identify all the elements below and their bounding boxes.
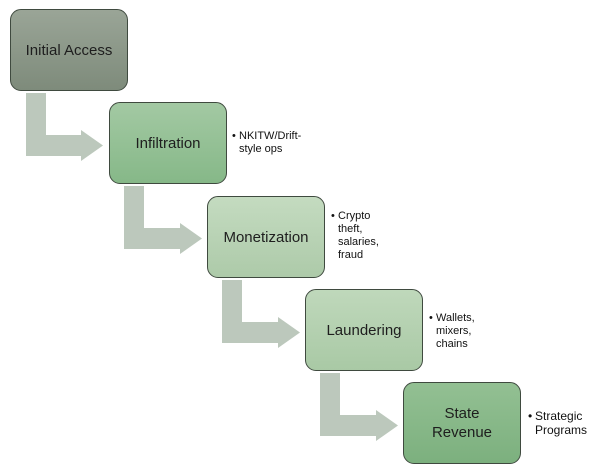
stage-initial-access: Initial Access [10, 9, 128, 91]
stage-label: Infiltration [135, 134, 201, 152]
bullet-icon: • [232, 130, 236, 142]
note-infiltration: • NKITW/Drift- style ops [232, 130, 301, 156]
stage-infiltration: Infiltration [109, 102, 227, 184]
stage-monetization: Monetization [207, 196, 325, 278]
arrow-access-to-infiltration [26, 93, 103, 161]
bullet-icon: • [528, 409, 533, 423]
stage-state-revenue: State Revenue [403, 382, 521, 464]
stage-label: Monetization [223, 228, 309, 246]
bullet-icon: • [331, 210, 335, 222]
note-state-revenue: • Strategic Programs [528, 409, 587, 437]
stage-label: State Revenue [431, 405, 493, 441]
note-monetization: • Crypto theft, salaries, fraud [331, 210, 379, 262]
stage-laundering: Laundering [305, 289, 423, 371]
note-laundering: • Wallets, mixers, chains [429, 312, 475, 351]
note-text: Wallets, mixers, chains [436, 312, 475, 350]
arrow-infiltration-to-monetization [124, 186, 202, 254]
note-text: Crypto theft, salaries, fraud [338, 210, 379, 261]
note-text: Strategic Programs [535, 409, 588, 437]
note-text: NKITW/Drift- style ops [239, 130, 302, 155]
arrow-laundering-to-revenue [320, 373, 398, 441]
stage-label: Initial Access [25, 41, 113, 59]
bullet-icon: • [429, 312, 433, 324]
arrow-monetization-to-laundering [222, 280, 300, 348]
stage-label: Laundering [326, 321, 402, 339]
